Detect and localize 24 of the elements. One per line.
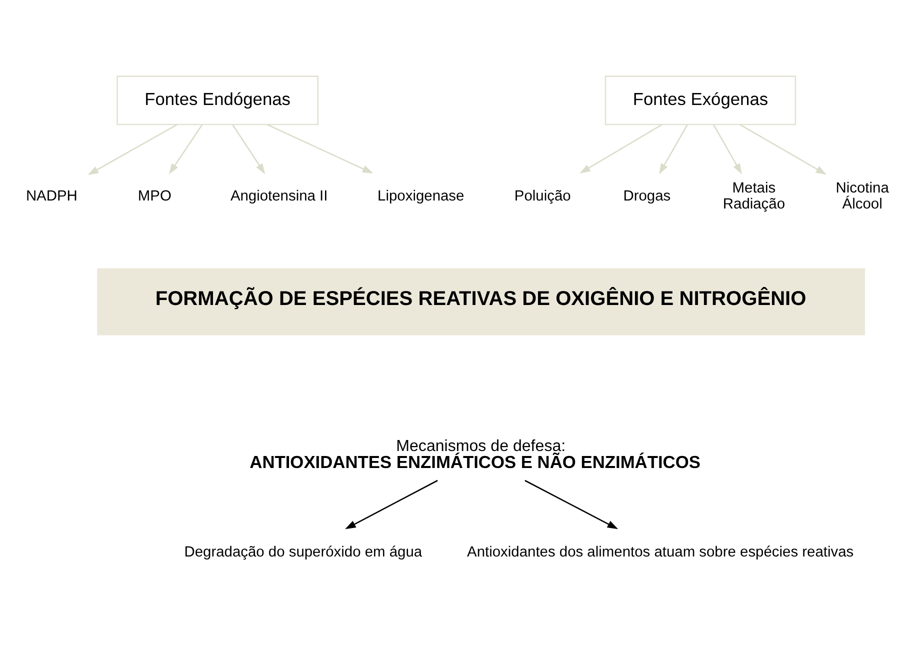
node-box: FORMAÇÃO DE ESPÉCIES REATIVAS DE OXIGÊNIO E NITROGÊNIO — [97, 268, 865, 335]
node-text: Angiotensina II — [230, 188, 328, 204]
node-text: Nicotina Álcool — [836, 180, 889, 212]
arrow — [524, 479, 618, 529]
node-box: Fontes Endógenas — [116, 75, 319, 125]
node-box: Fontes Exógenas — [604, 75, 796, 125]
arrow — [345, 479, 438, 529]
node-text: Drogas — [623, 188, 671, 204]
arrow — [232, 124, 266, 174]
arrow — [168, 124, 203, 174]
arrow — [713, 124, 742, 174]
node-text: Antioxidantes dos alimentos atuam sobre espécies reativas — [467, 544, 854, 560]
node-text: MPO — [138, 188, 172, 204]
arrow — [267, 124, 374, 173]
node-text: Lipoxigenase — [378, 188, 464, 204]
node-text: Metais Radiação — [722, 180, 786, 212]
node-text: Mecanismos de defesa: ANTIOXIDANTES ENZIMÁTICOS E NÃO ENZIMÁTICOS — [250, 436, 700, 472]
node-text: Degradação do superóxido em água — [184, 544, 422, 560]
arrow — [659, 124, 688, 174]
arrow — [580, 124, 662, 173]
arrow — [88, 124, 178, 175]
arrow — [740, 124, 827, 174]
node-text: NADPH — [26, 188, 78, 204]
node-text: Poluição — [514, 188, 571, 204]
